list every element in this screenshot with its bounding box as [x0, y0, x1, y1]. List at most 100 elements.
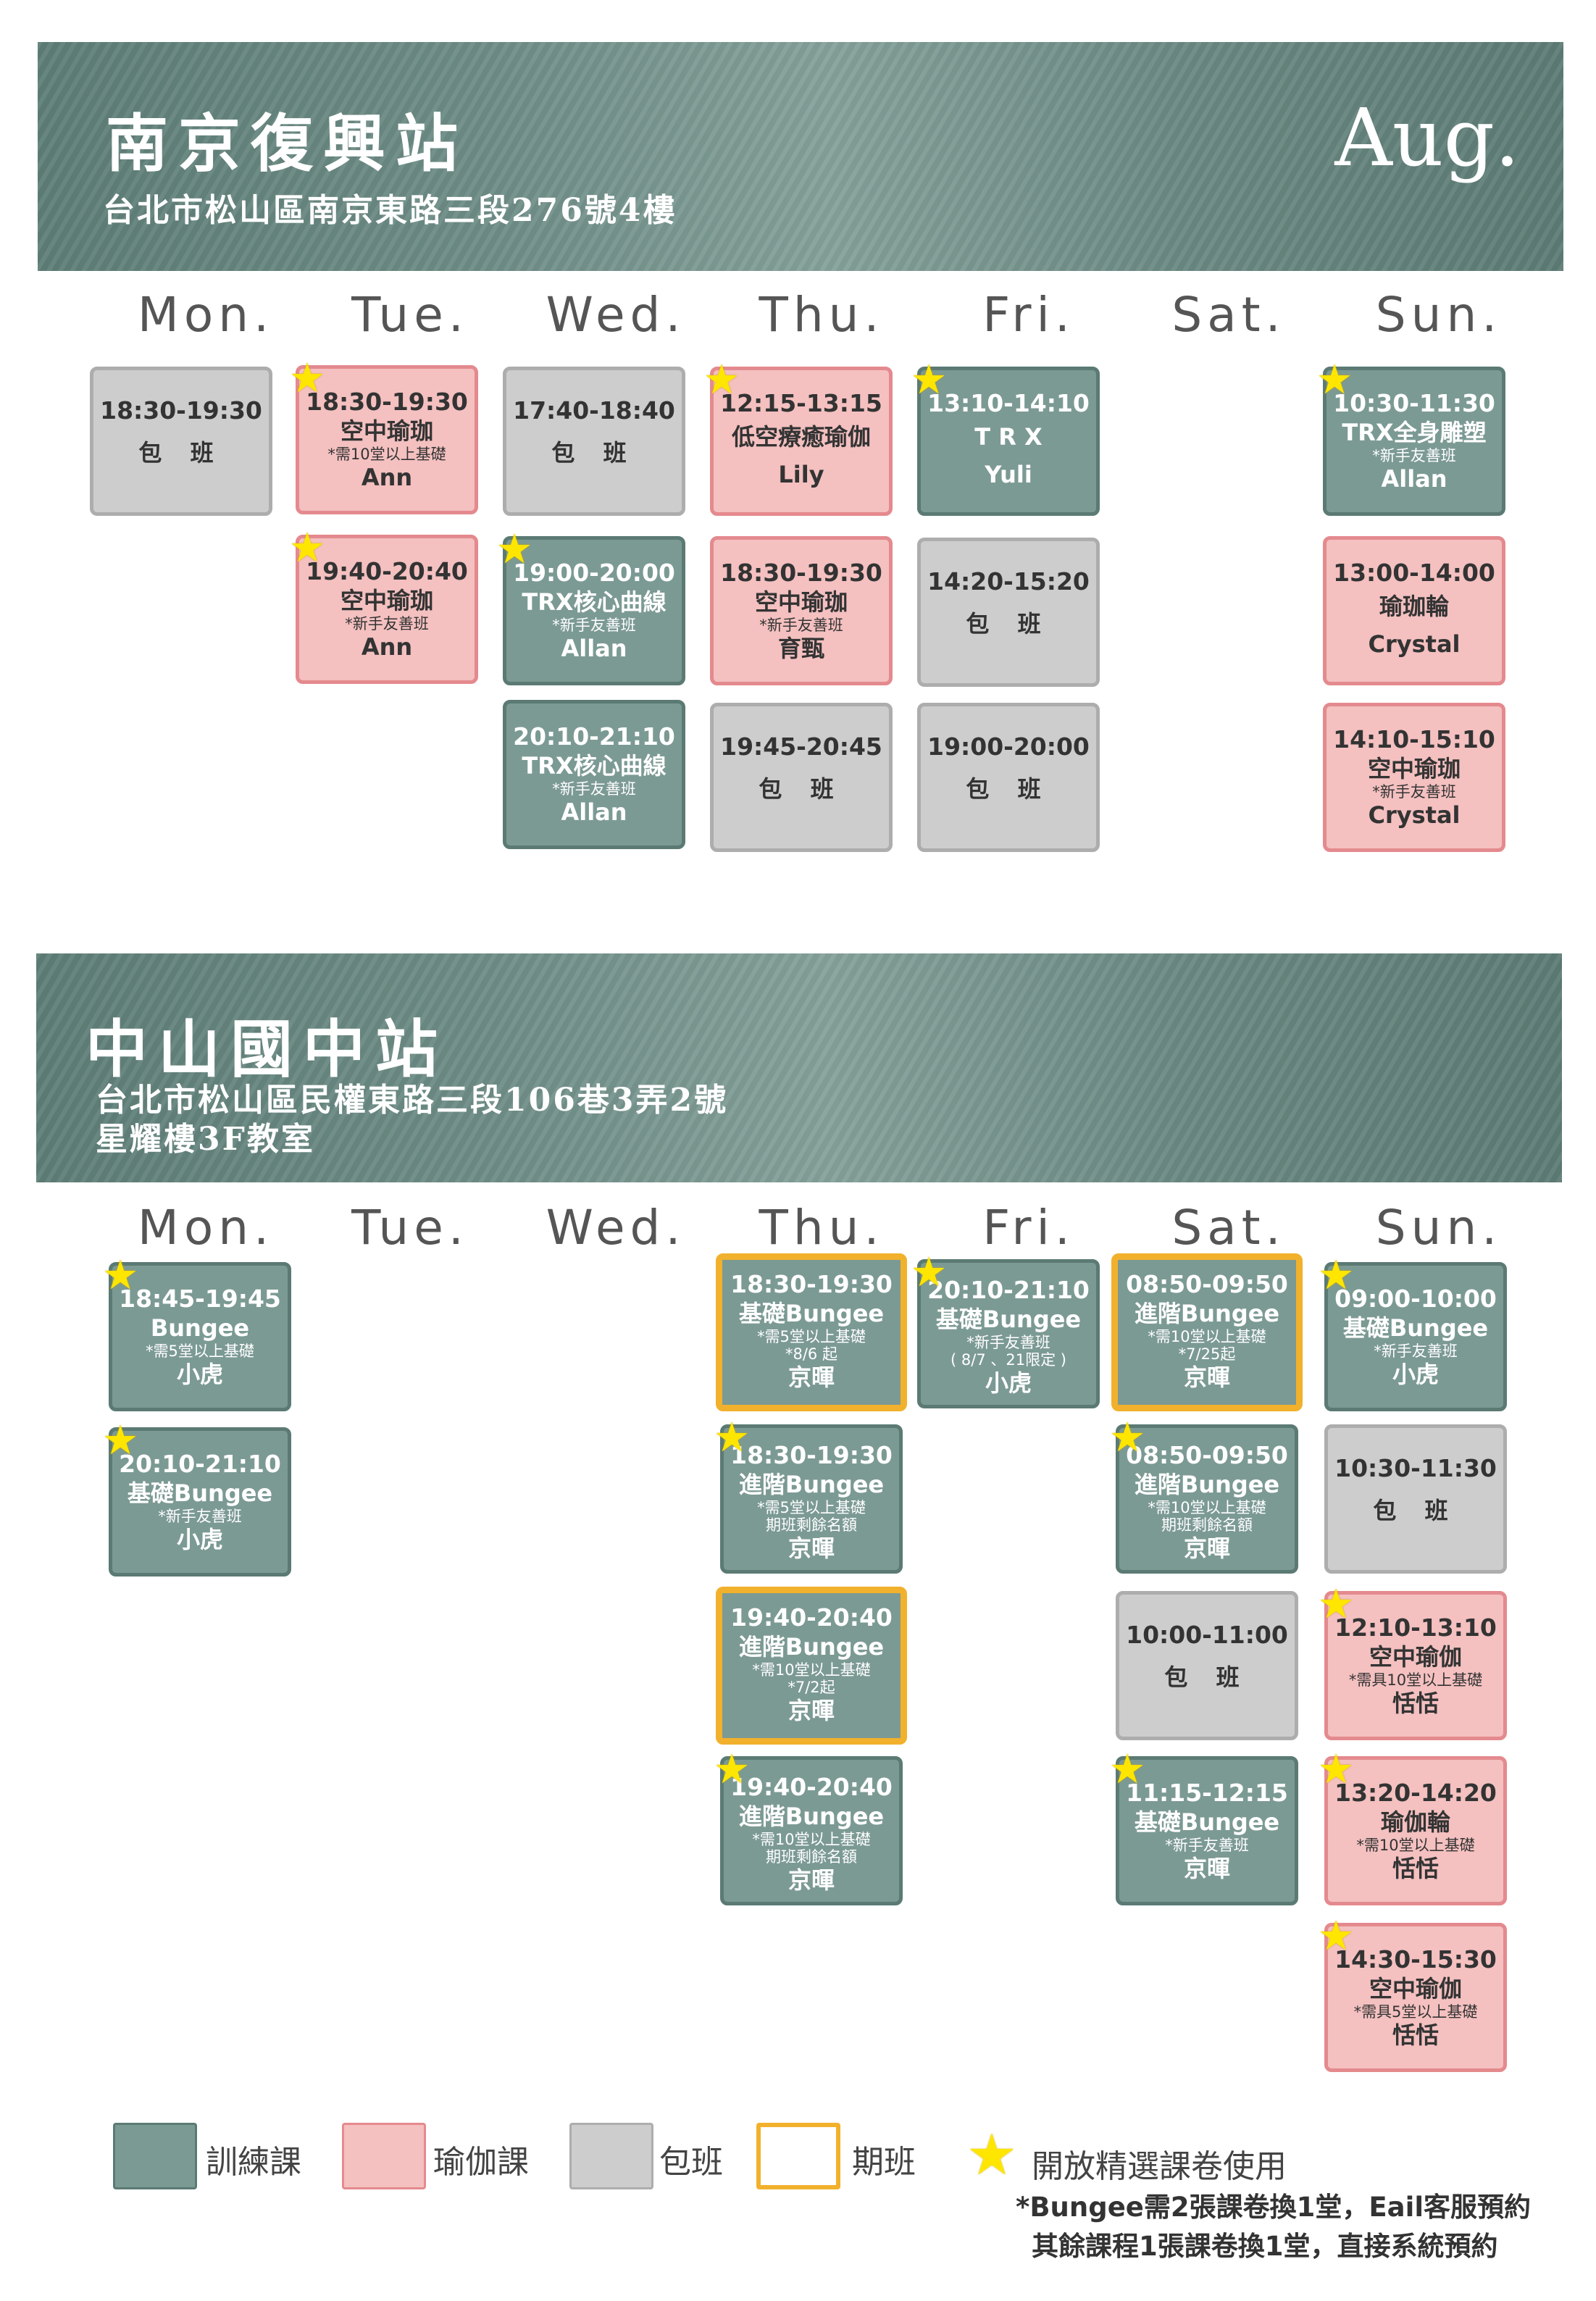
class-name: 包 班: [1373, 1497, 1458, 1524]
class-card[interactable]: ★ 20:10-21:10 基礎Bungee *新手友善班 ( 8/7 、21限…: [911, 1253, 1100, 1408]
class-teacher: 恬恬: [1392, 1690, 1439, 1717]
day-header-thu: Thu.: [759, 287, 885, 343]
class-note: *新手友善班: [759, 617, 843, 634]
class-card[interactable]: 18:30-19:30 包 班: [90, 367, 272, 516]
class-time: 17:40-18:40: [513, 396, 675, 425]
class-card[interactable]: ★ 14:30-15:30 空中瑜伽 *需具5堂以上基礎 恬恬: [1318, 1916, 1507, 2072]
class-card[interactable]: 20:10-21:10 TRX核心曲線 *新手友善班 Allan: [503, 700, 685, 849]
class-card[interactable]: 14:10-15:10 空中瑜珈 *新手友善班 Crystal: [1323, 703, 1505, 852]
class-name: 低空療癒瑜伽: [731, 423, 871, 451]
class-card[interactable]: 10:00-11:00 包 班: [1116, 1591, 1298, 1740]
month-label: Aug.: [1334, 91, 1520, 184]
star-icon: ★: [1318, 1252, 1355, 1299]
class-card[interactable]: 19:45-20:45 包 班: [710, 703, 893, 852]
class-name: 空中瑜珈: [1367, 755, 1461, 782]
class-time: 12:15-13:15: [720, 389, 882, 417]
star-icon: ★: [289, 355, 326, 402]
class-name: 進階Bungee: [1134, 1471, 1280, 1498]
class-card-term[interactable]: 19:40-20:40 進階Bungee *需10堂以上基礎 *7/2起 京暉: [716, 1587, 907, 1745]
class-card[interactable]: 17:40-18:40 包 班: [503, 367, 685, 516]
class-time: 20:10-21:10: [119, 1450, 281, 1478]
class-note: *新手友善班: [1374, 1342, 1458, 1360]
class-name: 基礎Bungee: [127, 1479, 273, 1507]
class-time: 09:00-10:00: [1334, 1285, 1497, 1313]
class-time: 20:10-21:10: [927, 1276, 1090, 1304]
class-card[interactable]: ★ 19:40-20:40 空中瑜珈 *新手友善班 Ann: [289, 528, 478, 684]
class-card[interactable]: ★ 10:30-11:30 TRX全身雕塑 *新手友善班 Allan: [1316, 360, 1505, 516]
class-note: *新手友善班: [345, 615, 429, 632]
class-time: 13:20-14:20: [1334, 1779, 1497, 1807]
day-header-mon: Mon.: [137, 287, 275, 343]
class-name: 空中瑜珈: [754, 588, 848, 616]
class-card-term[interactable]: 08:50-09:50 進階Bungee *需10堂以上基礎 *7/25起 京暉: [1111, 1253, 1303, 1411]
class-card[interactable]: ★ 12:15-13:15 低空療癒瑜伽 Lily: [703, 360, 893, 516]
class-card[interactable]: ★ 18:45-19:45 Bungee *需5堂以上基礎 小虎: [102, 1256, 291, 1411]
class-teacher: 京暉: [1183, 1534, 1230, 1562]
station-address-line1: 台北市松山區民權東路三段106巷3弄2號: [96, 1082, 729, 1119]
class-card[interactable]: 19:00-20:00 包 班: [917, 703, 1100, 852]
class-card[interactable]: ★ 20:10-21:10 基礎Bungee *新手友善班 小虎: [102, 1421, 291, 1577]
class-card[interactable]: ★ 09:00-10:00 基礎Bungee *新手友善班 小虎: [1318, 1256, 1507, 1411]
class-card[interactable]: 10:30-11:30 包 班: [1324, 1424, 1507, 1574]
legend-label-private: 包班: [659, 2144, 723, 2181]
class-card[interactable]: 14:20-15:20 包 班: [917, 538, 1100, 687]
star-icon: ★: [1109, 1414, 1146, 1461]
class-note-extra: *7/2起: [787, 1679, 835, 1696]
class-time: 18:45-19:45: [119, 1285, 281, 1313]
star-icon: ★: [102, 1252, 139, 1299]
class-teacher: 小虎: [176, 1526, 223, 1553]
star-icon: ★: [102, 1417, 139, 1464]
legend-label-term: 期班: [852, 2144, 916, 2181]
class-time: 12:10-13:10: [1334, 1613, 1497, 1642]
class-note-extra: 期班剩餘名額: [1161, 1516, 1253, 1534]
star-icon: ★: [1318, 1746, 1355, 1793]
class-name: Bungee: [150, 1314, 250, 1342]
class-card[interactable]: ★ 19:00-20:00 TRX核心曲線 *新手友善班 Allan: [496, 530, 685, 685]
class-note: *需10堂以上基礎: [752, 1661, 871, 1679]
class-card[interactable]: ★ 18:30-19:30 空中瑜珈 *需10堂以上基礎 Ann: [289, 359, 478, 514]
class-name: 進階Bungee: [738, 1803, 885, 1830]
station-banner-nanjing: 南京復興站 台北市松山區南京東路三段276號4樓 Aug.: [38, 42, 1563, 271]
class-time: 10:00-11:00: [1126, 1621, 1288, 1649]
class-teacher: 育甄: [777, 635, 824, 662]
class-card[interactable]: ★ 11:15-12:15 基礎Bungee *新手友善班 京暉: [1109, 1750, 1298, 1905]
star-icon: ★: [1316, 356, 1353, 404]
class-teacher: 京暉: [787, 1364, 835, 1391]
class-card[interactable]: 18:30-19:30 空中瑜珈 *新手友善班 育甄: [710, 536, 893, 685]
legend-swatch-private: [569, 2123, 653, 2189]
station-title: 南京復興站: [106, 107, 468, 180]
class-time: 19:00-20:00: [513, 559, 675, 587]
class-card[interactable]: ★ 08:50-09:50 進階Bungee *需10堂以上基礎 期班剩餘名額 …: [1109, 1418, 1298, 1574]
day-header-sat: Sat.: [1171, 1200, 1286, 1256]
class-card[interactable]: ★ 13:20-14:20 瑜伽輪 *需10堂以上基礎 恬恬: [1318, 1750, 1507, 1905]
class-teacher: 京暉: [1183, 1364, 1230, 1391]
class-card[interactable]: 13:00-14:00 瑜珈輪 Crystal: [1323, 536, 1505, 685]
class-name: 空中瑜珈: [340, 587, 433, 614]
station-address: 台北市松山區南京東路三段276號4樓: [103, 192, 677, 229]
class-card[interactable]: ★ 12:10-13:10 空中瑜伽 *需具10堂以上基礎 恬恬: [1318, 1584, 1507, 1740]
class-note: *新手友善班: [1372, 783, 1456, 801]
star-icon: ★: [289, 525, 326, 572]
legend-swatch-term: [756, 2123, 840, 2189]
class-card-term[interactable]: 18:30-19:30 基礎Bungee *需5堂以上基礎 *8/6 起 京暉: [716, 1253, 907, 1411]
class-teacher: 京暉: [787, 1866, 835, 1894]
day-header-tue: Tue.: [351, 1200, 469, 1256]
class-teacher: Crystal: [1368, 801, 1461, 829]
day-header-fri: Fri.: [982, 1200, 1075, 1256]
star-icon: ★: [703, 356, 740, 404]
class-teacher: 恬恬: [1392, 2021, 1439, 2049]
class-card[interactable]: ★ 18:30-19:30 進階Bungee *需5堂以上基礎 期班剩餘名額 京…: [714, 1418, 903, 1574]
class-note: *需10堂以上基礎: [1356, 1837, 1475, 1854]
class-time: 19:40-20:40: [730, 1603, 893, 1632]
day-header-sun: Sun.: [1375, 1200, 1503, 1256]
class-note-extra: *8/6 起: [785, 1345, 837, 1363]
class-name: 包 班: [551, 439, 637, 467]
day-header-sat: Sat.: [1171, 287, 1286, 343]
class-name: T R X: [974, 423, 1043, 451]
class-card[interactable]: ★ 19:40-20:40 進階Bungee *需10堂以上基礎 期班剩餘名額 …: [714, 1750, 903, 1905]
class-name: 包 班: [1164, 1663, 1250, 1691]
class-name: 空中瑜伽: [1369, 1975, 1462, 2003]
class-teacher: 恬恬: [1392, 1855, 1439, 1882]
class-card[interactable]: ★ 13:10-14:10 T R X Yuli: [911, 360, 1100, 516]
class-time: 19:00-20:00: [927, 732, 1090, 761]
